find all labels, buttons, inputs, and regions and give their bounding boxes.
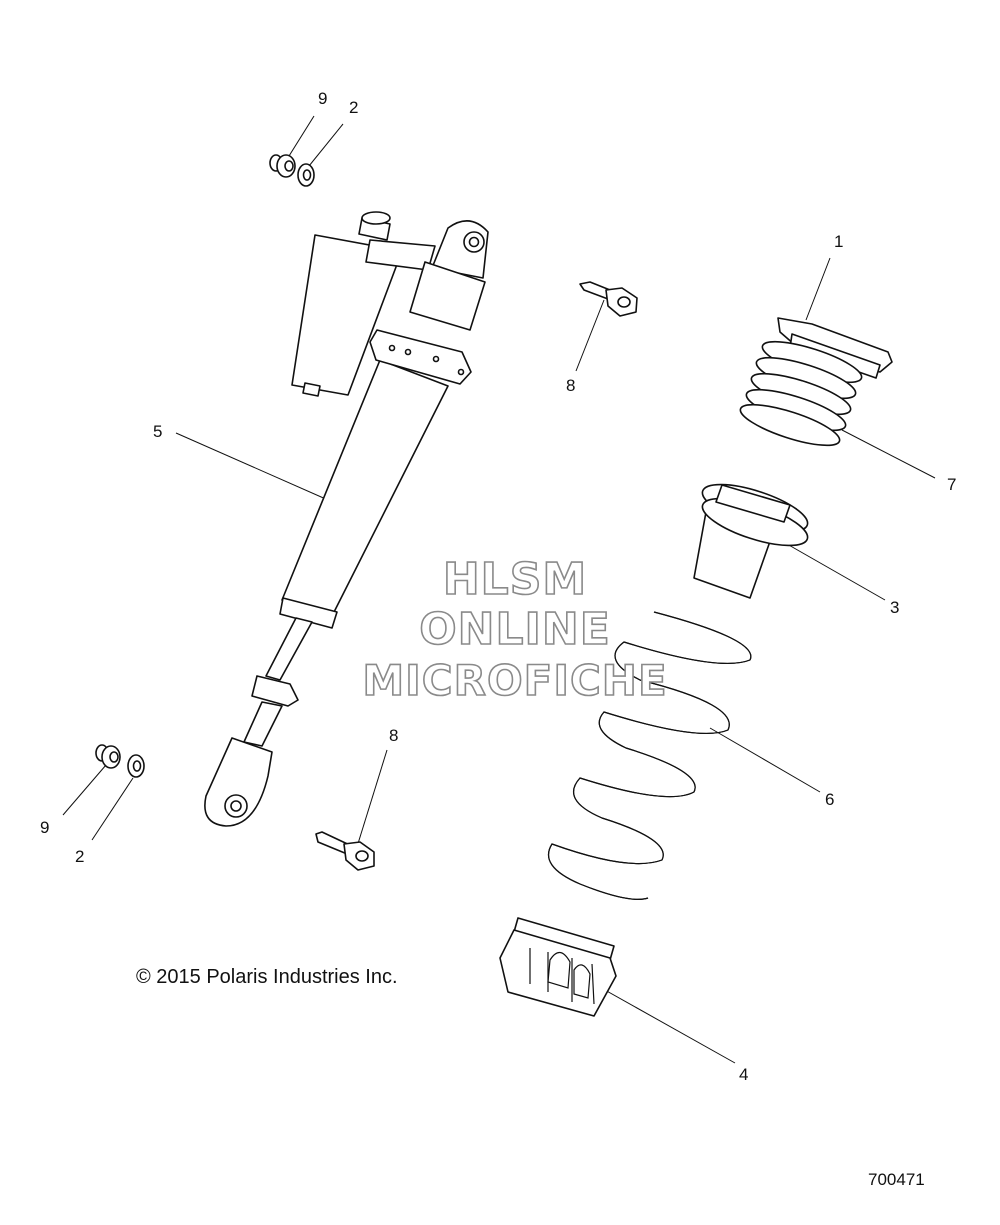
nut-top-icon	[269, 154, 296, 178]
callout-label: 6	[825, 790, 835, 809]
callout-label: 9	[40, 818, 50, 837]
callout-label: 2	[75, 847, 85, 866]
callout-label: 5	[153, 422, 163, 441]
nut-lower-icon	[95, 744, 121, 769]
callout-label: 7	[947, 475, 957, 494]
callout-label: 8	[566, 376, 576, 395]
upper-spring-seat-icon	[693, 483, 809, 599]
callout-label: 4	[739, 1065, 749, 1084]
bolt-upper-icon	[579, 281, 638, 317]
lower-spring-seat-icon	[499, 917, 617, 1017]
drawing-number: 700471	[868, 1170, 925, 1189]
callout-label: 2	[349, 98, 359, 117]
watermark-line: HLSM	[442, 554, 588, 605]
copyright-notice: © 2015 Polaris Industries Inc.	[136, 966, 398, 988]
shock-absorber-icon	[204, 211, 489, 827]
bellows-boot-icon	[739, 340, 863, 447]
watermark-line: ONLINE	[418, 604, 611, 655]
callout-label: 9	[318, 89, 328, 108]
watermark-line: MICROFICHE	[362, 656, 668, 705]
callout-label: 8	[389, 726, 399, 745]
washer-lower-icon	[127, 754, 145, 778]
bolt-lower-icon	[315, 831, 375, 871]
leader-lines	[62, 115, 936, 1064]
callout-label: 3	[890, 598, 900, 617]
washer-top-icon	[297, 163, 315, 187]
callout-label: 1	[834, 232, 844, 251]
coil-spring-icon	[547, 611, 752, 900]
